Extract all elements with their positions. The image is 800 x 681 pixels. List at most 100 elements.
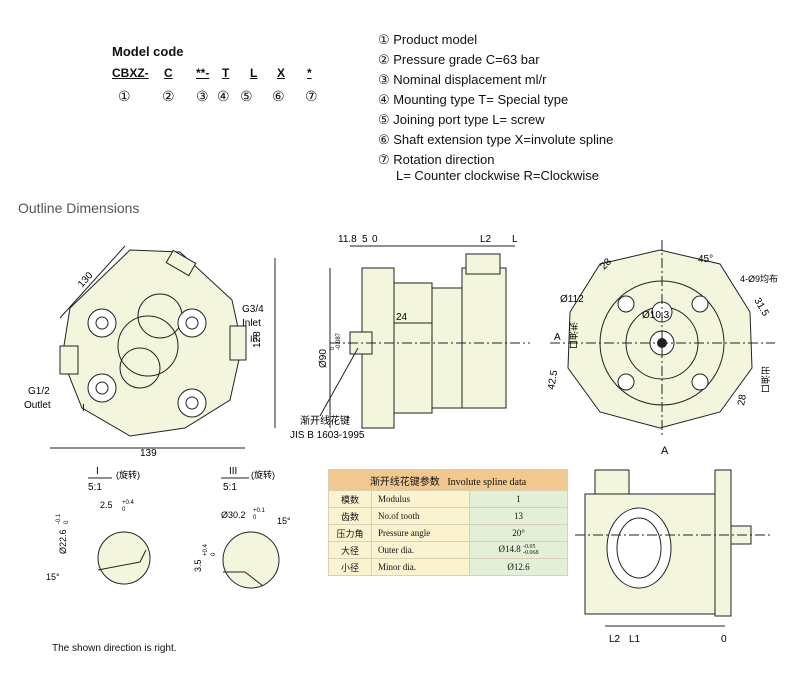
legend-item-5: ⑤ Joining port type L= screw (378, 112, 545, 127)
legend-item-6: ⑥ Shaft extension type X=involute spline (378, 132, 614, 147)
spline-row-value: 20° (469, 524, 568, 542)
detail-3-circle (222, 531, 280, 589)
detail-1-rotate: (旋转) (116, 469, 140, 480)
rear-view-dim-phi112: Ø112 (560, 294, 584, 305)
model-code-title: Model code (112, 44, 184, 59)
side-view-body-2 (431, 287, 463, 409)
detail-1-dim-phi22-6-tol-bot: 0 (64, 520, 70, 524)
rear-view-dim-31-5: 31.5 (751, 296, 770, 319)
detail-1-dim-phi22-6: Ø22.6 (58, 529, 68, 554)
detail-3-dim-phi30-2-tol-bot: 0 (253, 515, 257, 521)
detail-3-dim-phi30-2: Ø30.2 (221, 510, 246, 520)
spline-row-en: Modulus (371, 490, 470, 508)
spline-row-cn: 齿数 (328, 507, 372, 525)
rear-view-dim-42-5: 42.5 (546, 369, 560, 391)
spline-table-header-en: Involute spline data (447, 476, 527, 488)
outline-dimensions-title: Outline Dimensions (18, 200, 140, 216)
spline-row-value-main: Ø14.8 (498, 544, 521, 555)
detail-3-dim-3-5-tol-top: +0.4 (203, 543, 209, 556)
side-view-dim-l2: L2 (480, 234, 492, 245)
rear-view-bolt-hole-1 (617, 295, 635, 313)
spline-row-cn: 模数 (328, 490, 372, 508)
rear-view-dim-45: 45° (698, 254, 713, 265)
front-view-bolt-hole-3 (95, 381, 109, 395)
side-view-spline-leader (319, 347, 359, 417)
view-a-port-boss (594, 469, 630, 495)
detail-1-drawing: I 5:1 (旋转) 2.5 +0.4 0 Ø22.6 -0.1 0 15° (46, 466, 151, 585)
model-code-part-2: C (164, 66, 173, 80)
front-view-bolt-hole-4 (185, 396, 199, 410)
side-view-spline-note-std: JIS B 1603-1995 (290, 430, 365, 441)
front-view-bolt-hole-2 (185, 316, 199, 330)
model-code-part-6: X (277, 66, 286, 80)
detail-3-rotate: (旋转) (251, 469, 275, 480)
spline-row-value: 13 (469, 507, 568, 525)
side-view-dim-phi90-tol-top: 0 (330, 346, 336, 350)
model-code-number-2: ② (162, 88, 175, 104)
front-view-dim-128: 128 (252, 331, 263, 348)
front-view-dim-line-130 (59, 245, 126, 319)
spline-row-cn: 压力角 (328, 524, 372, 542)
rear-view-port-in-label: 进油口 (568, 322, 579, 349)
model-code-part-1: CBXZ- (112, 66, 149, 80)
front-view-drawing: 139 128 130 G3/4 Inlet G1/2 Outlet I III (24, 245, 276, 459)
detail-3-dim-3-5: 3.5 (193, 559, 203, 572)
front-view-inlet-port (229, 325, 247, 361)
side-view-dim-phi90-tol-bot: -0.087 (336, 332, 342, 350)
detail-3-dim-3-5-tol-bot: 0 (211, 552, 217, 556)
side-view-body-3 (461, 267, 507, 409)
detail-1-dim-2-5-tol-bot: 0 (122, 507, 126, 513)
spline-table-header-cell: 渐开线花键参数 Involute spline data (328, 469, 568, 491)
view-a-dim-l2: L2 (609, 634, 621, 645)
side-view-port-boss (465, 253, 501, 275)
model-code-number-6: ⑥ (272, 88, 285, 104)
side-view-dim-24: 24 (396, 312, 408, 323)
model-code-number-5: ⑤ (240, 88, 253, 104)
front-view-label-inlet: Inlet (242, 318, 261, 329)
legend-item-7: ⑦ Rotation direction (378, 152, 495, 167)
rear-view-bolt-hole-2 (691, 295, 709, 313)
front-view-top-lug (165, 249, 197, 277)
detail-1-circle (97, 531, 151, 585)
spline-row-value: Ø12.6 (469, 558, 568, 576)
detail-3-label: III (229, 466, 237, 477)
front-view-label-outlet: Outlet (24, 400, 51, 411)
spline-row-value: Ø14.8 -0.05 -0.068 (469, 541, 568, 559)
model-code-part-4: T (222, 66, 230, 80)
side-view-dim-5: 5 (362, 234, 368, 245)
rear-view-port-out-label: 出油口 (760, 366, 771, 393)
spline-row-en: Minor dia. (371, 558, 470, 576)
front-view-label-detail-1: I (82, 403, 85, 414)
model-code-number-1: ① (118, 88, 131, 104)
spline-table-header: 渐开线花键参数 Involute spline data (328, 469, 568, 491)
detail-1-scale: 5:1 (88, 482, 102, 493)
table-row: 压力角 Pressure angle 20° (328, 524, 568, 542)
model-code-part-5: L (250, 66, 258, 80)
model-legend: ① Product model ② Pressure grade C=63 ba… (378, 30, 613, 186)
side-view-drawing: 11.8 5 0 L2 L 24 Ø90 0 -0.087 渐开线花键 JIS … (290, 234, 530, 441)
spline-row-tol-bot: -0.068 (523, 550, 539, 556)
view-a-port-inner (616, 517, 662, 579)
spline-row-en: No.of tooth (371, 507, 470, 525)
side-view-dim-phi90: Ø90 (318, 349, 329, 368)
front-view-gear-outer-1 (117, 315, 179, 377)
model-code-number-7: ⑦ (305, 88, 318, 104)
rear-view-dim-bolts: 4-Ø9均布 (740, 273, 778, 284)
side-view-body-1 (393, 282, 433, 414)
model-code-part-3: **- (196, 66, 210, 80)
detail-3-chamfer (223, 571, 264, 587)
legend-item-7-values: L= Counter clockwise R=Clockwise (396, 168, 600, 183)
front-view-bolt-hole-1 (95, 316, 109, 330)
detail-3-dim-15deg: 15° (277, 516, 291, 526)
side-view-dim-l: L (512, 234, 518, 245)
detail-1-groove (97, 549, 147, 571)
front-view-label-detail-3: III (250, 334, 258, 344)
detail-1-label: I (96, 466, 99, 477)
side-view-dim-11-8: 11.8 (338, 234, 357, 245)
front-view-dim-139: 139 (140, 448, 157, 459)
view-a-label: A (661, 445, 669, 457)
spline-row-cn: 小径 (328, 558, 372, 576)
detail-3-drawing: III 5:1 (旋转) Ø30.2 +0.1 0 15° 3.5 +0.4 0 (193, 466, 291, 589)
model-code-part-7: * (307, 66, 312, 80)
front-view-outlet-port (59, 345, 79, 375)
